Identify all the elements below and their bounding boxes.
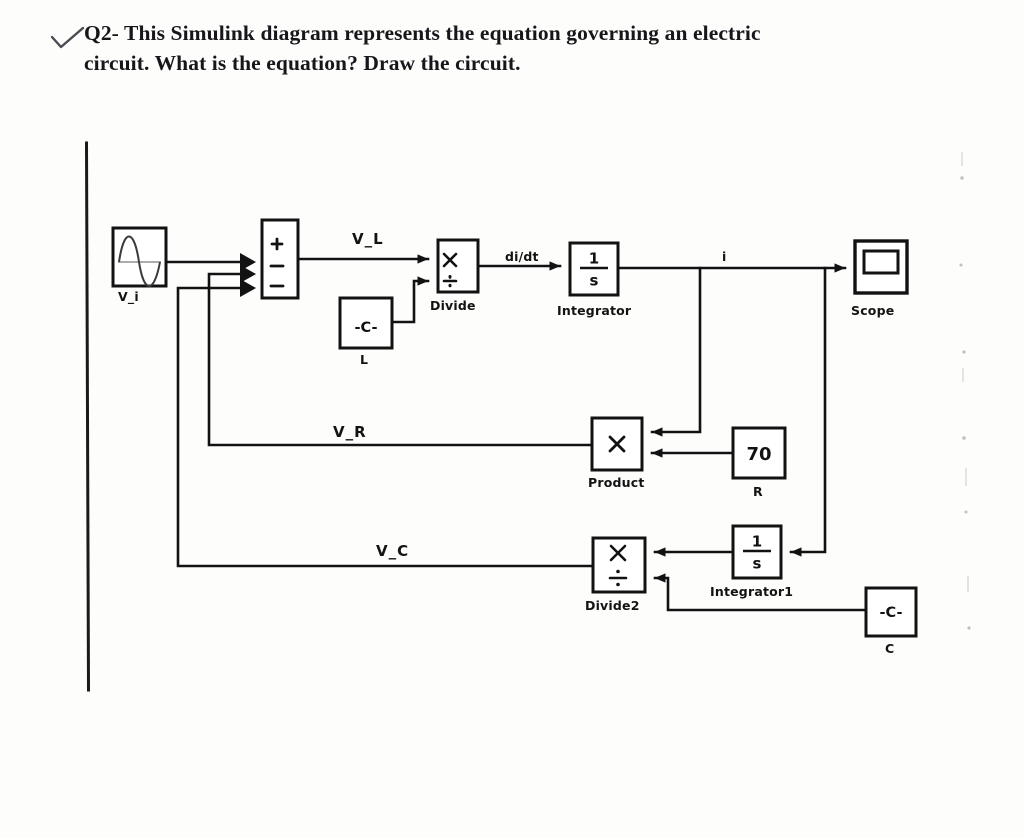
check-mark-icon — [50, 26, 85, 49]
signal-label-i: i — [722, 249, 727, 264]
integrator1-numerator: 1 — [752, 533, 762, 551]
block-label-divide2: Divide2 — [585, 598, 640, 613]
integrator1-block[interactable]: 1 s — [731, 524, 783, 580]
question-block: Q2- This Simulink diagram represents the… — [84, 18, 924, 78]
constant-C-value: -C- — [879, 605, 902, 621]
integrator-numerator: 1 — [589, 250, 599, 268]
block-label-product: Product — [588, 475, 645, 490]
block-label-L: L — [360, 352, 369, 367]
integrator1-denominator: s — [753, 555, 762, 573]
wire-divide2-to-sum — [176, 283, 595, 568]
sine-curve-icon — [118, 235, 161, 287]
constant-R-value: 70 — [746, 444, 771, 465]
wire-i-branch-to-product — [650, 266, 702, 437]
signal-label-v-c: V_C — [376, 542, 410, 560]
scope-screen-icon — [862, 249, 900, 275]
signal-label-v-r: V_R — [333, 423, 367, 441]
constant-block-R[interactable]: 70 — [731, 426, 787, 480]
scan-speckles — [959, 152, 971, 630]
wire-C-to-divide2 — [653, 573, 868, 612]
constant-L-value: -C- — [354, 320, 377, 336]
block-label-divide: Divide — [430, 298, 476, 313]
integrator-block[interactable]: 1 s — [568, 241, 620, 297]
product-multiply-icon — [608, 435, 626, 453]
question-text: Q2- This Simulink diagram represents the… — [84, 21, 761, 75]
wire-product-to-sum — [207, 269, 594, 447]
divide-block[interactable] — [436, 238, 480, 294]
product-block[interactable] — [590, 416, 644, 472]
constant-block-L[interactable]: -C- — [338, 296, 394, 350]
block-label-C: C — [885, 641, 895, 656]
signal-label-didt: di/dt — [505, 249, 539, 264]
block-label-integrator: Integrator — [557, 303, 632, 318]
block-label-R: R — [753, 484, 763, 499]
wire-L-to-divide — [390, 276, 430, 324]
wire-i-branch-to-integrator1 — [789, 266, 827, 557]
sum-block[interactable] — [240, 218, 300, 300]
block-label-integrator1: Integrator1 — [710, 584, 794, 599]
divide2-block[interactable] — [591, 536, 647, 594]
constant-block-C[interactable]: -C- — [864, 586, 918, 638]
sum-input-arrows — [240, 253, 256, 297]
integrator-denominator: s — [590, 272, 599, 290]
block-label-scope: Scope — [851, 303, 895, 318]
scope-block[interactable] — [853, 239, 909, 295]
block-label-sine-source: V_i — [118, 289, 139, 304]
signal-label-v-l: V_L — [352, 230, 384, 248]
sine-wave-source-block[interactable] — [111, 226, 168, 288]
left-margin-rule — [84, 141, 91, 692]
